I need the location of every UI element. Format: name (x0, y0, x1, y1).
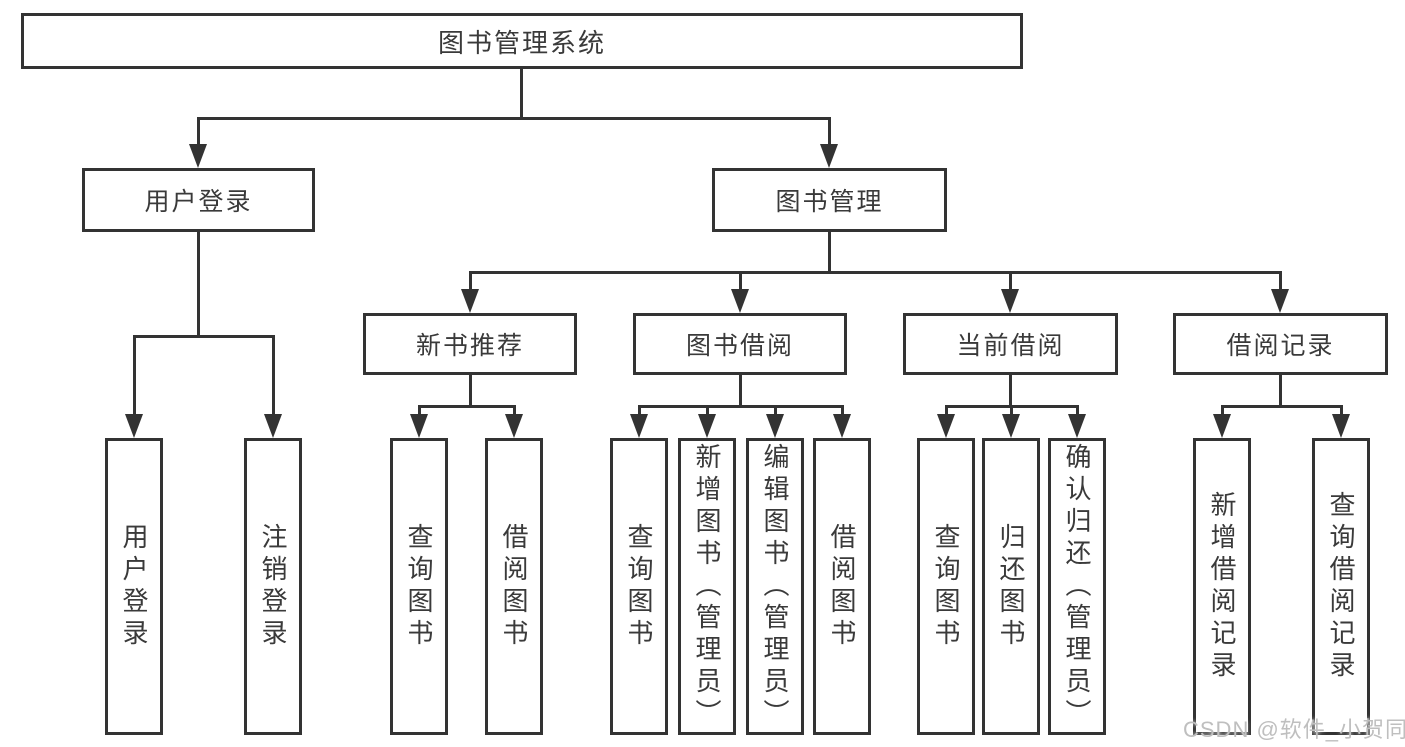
leaf-confirm-return-admin-label: 确认归还（管理员） (1062, 442, 1092, 731)
connector-line (1279, 271, 1282, 292)
leaf-edit-book-admin-label: 编辑图书（管理员） (760, 442, 790, 731)
arrowhead-down-icon (1001, 289, 1019, 313)
connector-line (197, 232, 200, 337)
connector-line (272, 335, 275, 416)
connector-line (1076, 405, 1079, 418)
connector-line (418, 405, 516, 408)
leaf-borrow-books-borrow: 借阅图书 (813, 438, 871, 735)
leaf-logout: 注销登录 (244, 438, 302, 735)
arrowhead-down-icon (189, 144, 207, 168)
connector-line (1009, 271, 1012, 292)
arrowhead-down-icon (1002, 414, 1020, 438)
leaf-add-borrow-record-label: 新增借阅记录 (1207, 490, 1237, 683)
leaf-add-book-admin: 新增图书（管理员） (678, 438, 736, 735)
connector-line (1010, 405, 1013, 418)
arrowhead-down-icon (766, 414, 784, 438)
connector-line (418, 405, 421, 418)
node-root-label: 图书管理系统 (437, 27, 606, 58)
leaf-user-login: 用户登录 (105, 438, 163, 735)
watermark: CSDN @软件_小贺同学 (1183, 717, 1405, 742)
arrowhead-down-icon (1332, 414, 1350, 438)
node-book-borrow: 图书借阅 (633, 313, 847, 375)
arrowhead-down-icon (1271, 289, 1289, 313)
connector-line (638, 405, 641, 418)
node-borrow-records: 借阅记录 (1173, 313, 1388, 375)
leaf-borrow-books-borrow-label: 借阅图书 (827, 522, 857, 651)
leaf-query-books-recommend: 查询图书 (390, 438, 448, 735)
connector-line (469, 271, 1282, 274)
connector-line (520, 69, 523, 118)
connector-line (1009, 375, 1012, 407)
leaf-return-book-label: 归还图书 (996, 522, 1026, 651)
connector-line (828, 117, 831, 147)
arrowhead-down-icon (937, 414, 955, 438)
arrowhead-down-icon (698, 414, 716, 438)
leaf-query-books-borrow-label: 查询图书 (624, 522, 654, 651)
node-root: 图书管理系统 (21, 13, 1023, 69)
connector-line (739, 375, 742, 407)
leaf-query-books-current: 查询图书 (917, 438, 975, 735)
node-current-borrow: 当前借阅 (903, 313, 1118, 375)
leaf-add-borrow-record: 新增借阅记录 (1193, 438, 1251, 735)
connector-line (133, 335, 136, 416)
arrowhead-down-icon (820, 144, 838, 168)
leaf-query-books-borrow: 查询图书 (610, 438, 668, 735)
arrowhead-down-icon (833, 414, 851, 438)
node-book-borrow-label: 图书借阅 (685, 332, 794, 360)
node-user-login: 用户登录 (82, 168, 315, 232)
connector-line (774, 405, 777, 418)
leaf-borrow-books-recommend-label: 借阅图书 (499, 522, 529, 651)
arrowhead-down-icon (461, 289, 479, 313)
leaf-confirm-return-admin: 确认归还（管理员） (1048, 438, 1106, 735)
node-book-management-label: 图书管理 (775, 188, 884, 216)
arrowhead-down-icon (505, 414, 523, 438)
connector-line (197, 117, 831, 120)
connector-line (1340, 405, 1343, 418)
connector-line (706, 405, 709, 418)
arrowhead-down-icon (630, 414, 648, 438)
connector-line (133, 335, 275, 338)
connector-line (1279, 375, 1282, 407)
connector-line (828, 232, 831, 274)
leaf-borrow-books-recommend: 借阅图书 (485, 438, 543, 735)
leaf-query-books-current-label: 查询图书 (931, 522, 961, 651)
connector-line (739, 271, 742, 292)
leaf-edit-book-admin: 编辑图书（管理员） (746, 438, 804, 735)
leaf-logout-label: 注销登录 (258, 522, 288, 651)
connector-line (197, 117, 200, 147)
arrowhead-down-icon (410, 414, 428, 438)
node-user-login-label: 用户登录 (144, 188, 253, 216)
connector-line (841, 405, 844, 418)
node-current-borrow-label: 当前借阅 (956, 332, 1065, 360)
connector-line (1221, 405, 1224, 418)
leaf-return-book: 归还图书 (982, 438, 1040, 735)
node-new-book-recommend: 新书推荐 (363, 313, 577, 375)
connector-line (469, 375, 472, 407)
connector-line (469, 271, 472, 292)
arrowhead-down-icon (264, 414, 282, 438)
node-book-management: 图书管理 (712, 168, 947, 232)
leaf-query-borrow-record-label: 查询借阅记录 (1326, 490, 1356, 683)
node-new-book-recommend-label: 新书推荐 (415, 332, 524, 360)
leaf-add-book-admin-label: 新增图书（管理员） (692, 442, 722, 731)
arrowhead-down-icon (731, 289, 749, 313)
connector-line (638, 405, 844, 408)
arrowhead-down-icon (125, 414, 143, 438)
leaf-query-borrow-record: 查询借阅记录 (1312, 438, 1370, 735)
leaf-user-login-label: 用户登录 (119, 522, 149, 651)
arrowhead-down-icon (1213, 414, 1231, 438)
leaf-query-books-recommend-label: 查询图书 (404, 522, 434, 651)
connector-line (945, 405, 948, 418)
node-borrow-records-label: 借阅记录 (1226, 332, 1335, 360)
connector-line (513, 405, 516, 418)
arrowhead-down-icon (1068, 414, 1086, 438)
connector-line (1221, 405, 1343, 408)
